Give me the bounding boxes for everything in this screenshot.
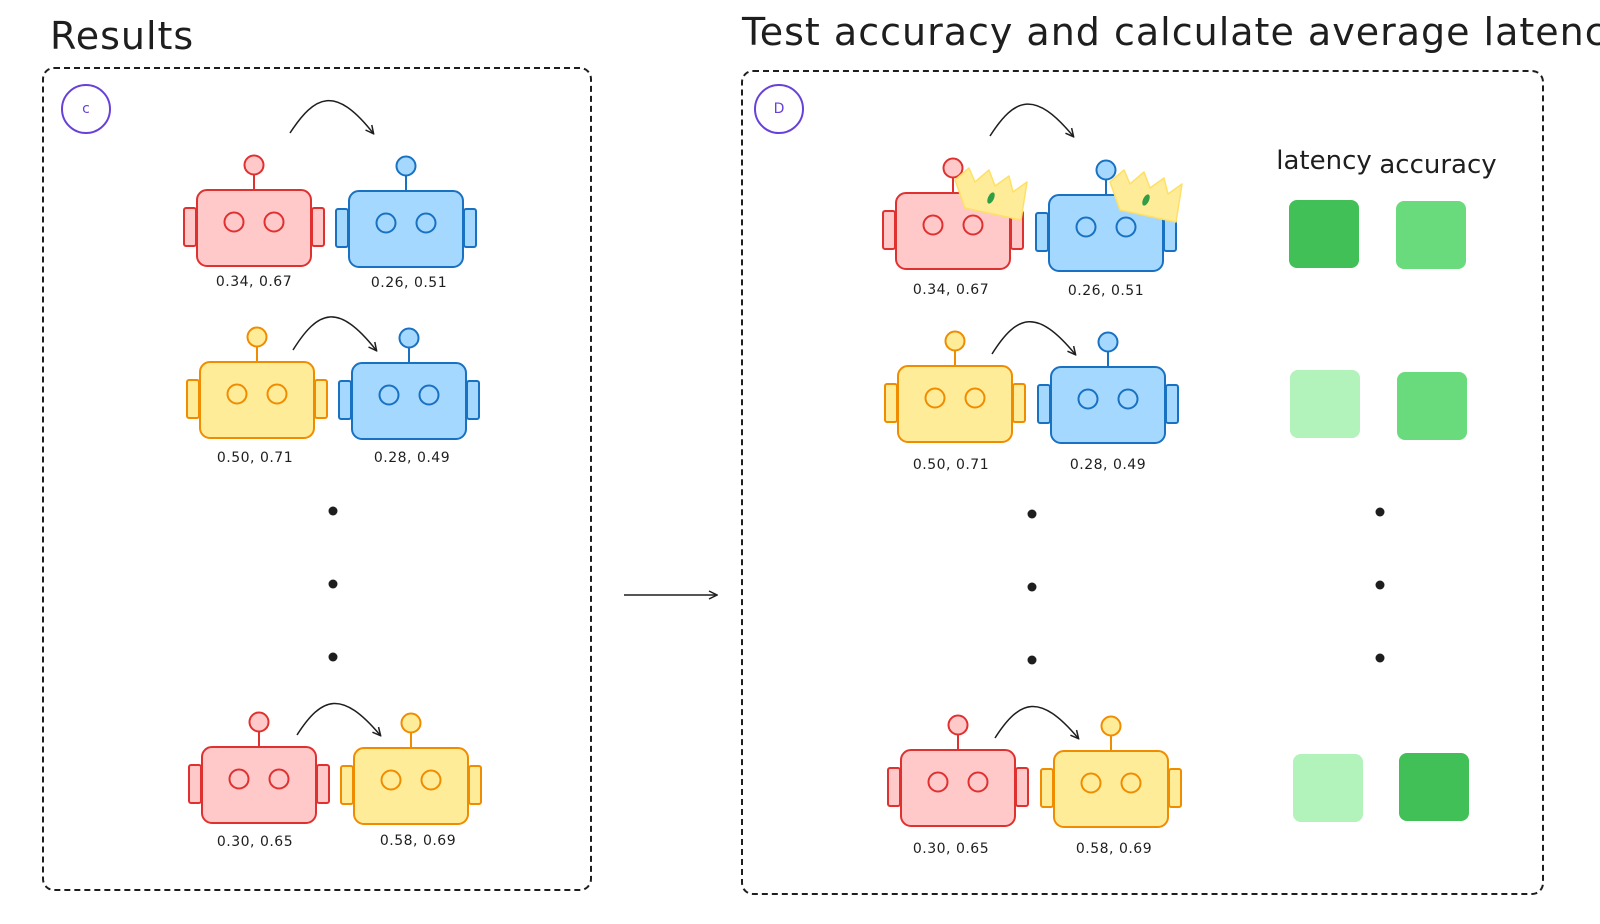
latency-header: latency: [1276, 146, 1372, 176]
test-accuracy-heading: Test accuracy and calculate average late…: [742, 10, 1600, 54]
robot-icon: [340, 712, 482, 825]
score-label: 0.58, 0.69: [1075, 841, 1153, 857]
robot-icon: [188, 711, 330, 824]
robot-icon: [887, 714, 1029, 827]
crown-icon: [1109, 169, 1183, 223]
accuracy-header: accuracy: [1379, 150, 1497, 180]
score-label: 0.50, 0.71: [912, 457, 990, 473]
ellipsis-dot: [1027, 655, 1037, 665]
badge-c: c: [61, 84, 111, 134]
robot-icon: [1035, 159, 1177, 272]
score-label: 0.34, 0.67: [215, 274, 293, 290]
latency-square: [1293, 754, 1363, 822]
ellipsis-dot: [1375, 507, 1385, 517]
crown-icon: [954, 167, 1028, 221]
handoff-arrow: [289, 100, 373, 133]
score-label: 0.28, 0.49: [373, 450, 451, 466]
robot-icon: [186, 326, 328, 439]
latency-square: [1290, 370, 1360, 438]
score-label: 0.58, 0.69: [379, 833, 457, 849]
ellipsis-dot: [1027, 582, 1037, 592]
robot-icon: [183, 154, 325, 267]
score-label: 0.30, 0.65: [216, 834, 294, 850]
score-label: 0.26, 0.51: [370, 275, 448, 291]
handoff-arrow: [296, 702, 380, 735]
ellipsis-dot: [1375, 580, 1385, 590]
robot-icon: [1040, 715, 1182, 828]
panel-d: [741, 70, 1544, 895]
robot-icon: [1037, 331, 1179, 444]
score-label: 0.30, 0.65: [912, 841, 990, 857]
ellipsis-dot: [328, 579, 338, 589]
accuracy-square: [1399, 753, 1469, 821]
ellipsis-dot: [328, 652, 338, 662]
handoff-arrow: [989, 103, 1073, 136]
badge-d: D: [754, 84, 804, 134]
robot-icon: [884, 330, 1026, 443]
ellipsis-dot: [1375, 653, 1385, 663]
robot-icon: [335, 155, 477, 268]
ellipsis-dot: [1027, 509, 1037, 519]
latency-square: [1289, 200, 1359, 268]
panel-c: [42, 67, 592, 891]
ellipsis-dot: [328, 506, 338, 516]
score-label: 0.26, 0.51: [1067, 283, 1145, 299]
handoff-arrow: [994, 705, 1078, 738]
accuracy-square: [1396, 201, 1466, 269]
accuracy-square: [1397, 372, 1467, 440]
robot-icon: [882, 157, 1024, 270]
score-label: 0.28, 0.49: [1069, 457, 1147, 473]
robot-icon: [338, 327, 480, 440]
handoff-arrow: [292, 316, 376, 350]
results-heading: Results: [50, 14, 195, 58]
handoff-arrow: [991, 321, 1075, 354]
score-label: 0.50, 0.71: [216, 450, 294, 466]
score-label: 0.34, 0.67: [912, 282, 990, 298]
